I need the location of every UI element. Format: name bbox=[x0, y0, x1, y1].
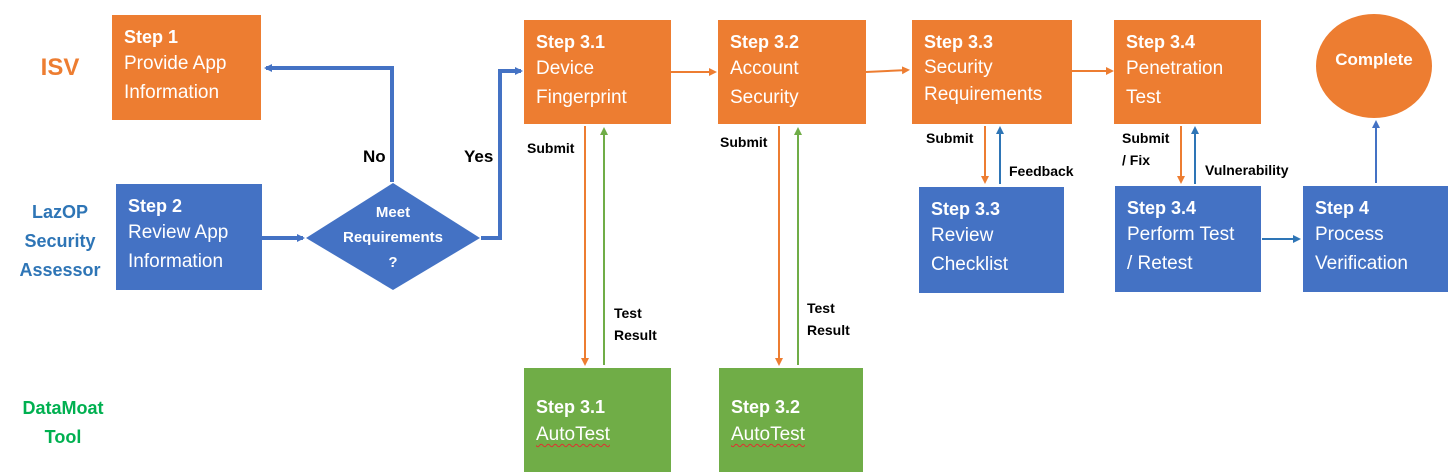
perform-test-body-line1: Perform Test bbox=[1127, 224, 1235, 245]
review-checklist-body-line1: Review bbox=[931, 225, 994, 246]
step2-box: Step 2 Review App Information bbox=[116, 184, 262, 290]
label-test-result-3-1-line1: Test bbox=[614, 305, 642, 321]
label-submit-3-2: Submit bbox=[720, 134, 768, 150]
step1-title: Step 1 bbox=[124, 27, 179, 47]
decision-label: Meet Requirements ? bbox=[310, 200, 476, 275]
step2-title: Step 2 bbox=[128, 196, 183, 216]
lane-datamoat-line2: Tool bbox=[44, 427, 82, 447]
step3-1-title: Step 3.1 bbox=[536, 32, 606, 52]
lane-lazop-line2: Security bbox=[24, 231, 96, 251]
arrow-no-to-step1 bbox=[264, 64, 394, 182]
step3-4-box: Step 3.4 Penetration Test bbox=[1114, 20, 1261, 124]
label-submit-fix-line2: / Fix bbox=[1122, 152, 1151, 168]
step3-2-title: Step 3.2 bbox=[730, 32, 800, 52]
autotest-3-1-body: AutoTest bbox=[536, 420, 659, 449]
review-checklist-title: Step 3.3 bbox=[931, 199, 1001, 219]
label-submit-3-1: Submit bbox=[527, 140, 575, 156]
step1-body-line2: Information bbox=[124, 82, 220, 103]
autotest-3-2-title: Step 3.2 bbox=[731, 397, 801, 417]
decision-line3: ? bbox=[388, 254, 398, 271]
autotest-3-2-box: Step 3.2 AutoTest bbox=[719, 368, 863, 472]
autotest-3-1-body-text: AutoTest bbox=[536, 424, 610, 445]
lane-label-lazop: LazOP Security Assessor bbox=[5, 198, 115, 285]
label-submit-3-3: Submit bbox=[926, 130, 974, 146]
step2-body-line1: Review App bbox=[128, 222, 229, 243]
step3-4-body-line2: Test bbox=[1126, 87, 1161, 108]
step3-2-box: Step 3.2 Account Security bbox=[718, 20, 866, 124]
step3-3-body-line1: Security bbox=[924, 57, 993, 78]
autotest-3-1-box: Step 3.1 AutoTest bbox=[524, 368, 671, 472]
step3-1-body-line2: Fingerprint bbox=[536, 87, 627, 108]
lane-label-isv: ISV bbox=[40, 54, 80, 81]
step3-4-body-line1: Penetration bbox=[1126, 58, 1224, 79]
autotest-3-2-body: AutoTest bbox=[731, 420, 851, 449]
step3-3-box: Step 3.3 Security Requirements bbox=[912, 20, 1072, 124]
review-checklist-box: Step 3.3 Review Checklist bbox=[919, 187, 1064, 293]
label-submit-fix-line1: Submit bbox=[1122, 130, 1170, 146]
label-test-result-3-1-line2: Result bbox=[614, 327, 657, 343]
label-test-result-3-2-line1: Test bbox=[807, 300, 835, 316]
step3-4-title: Step 3.4 bbox=[1126, 32, 1196, 52]
complete-circle: Complete bbox=[1316, 14, 1432, 118]
step3-2-body-line1: Account bbox=[730, 58, 799, 79]
step3-1-body-line1: Device bbox=[536, 58, 595, 79]
decision-line1: Meet bbox=[375, 204, 411, 221]
autotest-3-1-title: Step 3.1 bbox=[536, 397, 606, 417]
step3-1-box: Step 3.1 Device Fingerprint bbox=[524, 20, 671, 124]
step1-body-line1: Provide App bbox=[124, 53, 227, 74]
step1-box: Step 1 Provide App Information bbox=[112, 15, 261, 120]
arrow-yes-to-step3-1 bbox=[481, 67, 523, 240]
decision-line2: Requirements bbox=[342, 229, 444, 246]
label-yes: Yes bbox=[464, 147, 494, 166]
label-test-result-3-1: Test Result bbox=[614, 302, 657, 346]
decision-diamond bbox=[306, 183, 480, 290]
perform-test-title: Step 3.4 bbox=[1127, 198, 1197, 218]
label-test-result-3-2: Test Result bbox=[807, 297, 850, 341]
perform-test-box: Step 3.4 Perform Test / Retest bbox=[1115, 186, 1261, 292]
label-vulnerability: Vulnerability bbox=[1205, 162, 1289, 178]
label-feedback: Feedback bbox=[1009, 163, 1074, 179]
lane-lazop-line1: LazOP bbox=[31, 202, 88, 222]
lane-label-datamoat: DataMoat Tool bbox=[0, 394, 126, 452]
autotest-3-2-body-text: AutoTest bbox=[731, 424, 805, 445]
step4-body-line1: Process bbox=[1315, 224, 1384, 245]
step4-title: Step 4 bbox=[1315, 198, 1370, 218]
label-submit-fix: Submit / Fix bbox=[1122, 127, 1169, 171]
review-checklist-body-line2: Checklist bbox=[931, 254, 1009, 275]
step3-3-body-line2: Requirements bbox=[924, 84, 1043, 105]
step4-body-line2: Verification bbox=[1315, 253, 1408, 274]
step3-3-title: Step 3.3 bbox=[924, 32, 994, 52]
label-no: No bbox=[363, 147, 386, 166]
lane-datamoat-line1: DataMoat bbox=[22, 398, 104, 418]
step2-body-line2: Information bbox=[128, 251, 224, 272]
perform-test-body-line2: / Retest bbox=[1127, 253, 1193, 274]
label-test-result-3-2-line2: Result bbox=[807, 322, 850, 338]
lane-lazop-line3: Assessor bbox=[19, 260, 101, 280]
arrow-3-2-to-3-3 bbox=[865, 66, 910, 75]
step4-box: Step 4 Process Verification bbox=[1303, 186, 1448, 292]
step3-2-body-line2: Security bbox=[730, 87, 799, 108]
